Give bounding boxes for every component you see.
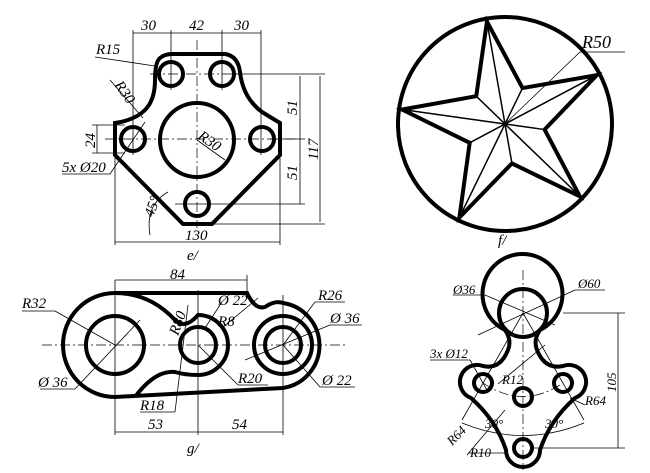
drawing-e: 30 42 30 R15 R30 R30 24 5x Ø20 45° 130 5… bbox=[62, 18, 325, 264]
star-ridge-line bbox=[504, 123, 513, 164]
dim-30-right: 30° bbox=[544, 416, 563, 431]
leader-line bbox=[282, 301, 316, 346]
star-outline bbox=[395, 15, 603, 224]
leader-line bbox=[244, 324, 331, 361]
dim-30-left: 30° bbox=[484, 416, 503, 431]
leader-line bbox=[54, 310, 116, 346]
star-ridge-line bbox=[401, 108, 506, 125]
dim-r8: R8 bbox=[217, 314, 235, 330]
drawing-f: R50 f/ bbox=[395, 15, 625, 249]
hole-right bbox=[552, 372, 574, 394]
drawing-g: 84 R32 Ø 22 R80 R8 R26 Ø 36 Ø 36 R20 Ø 2… bbox=[21, 267, 362, 457]
dim-d36-right: Ø 36 bbox=[329, 311, 360, 327]
dim-r64-right: R64 bbox=[584, 393, 606, 408]
dim-51-top: 51 bbox=[285, 100, 301, 115]
star-ridge-line bbox=[504, 123, 545, 131]
dim-d36: Ø36 bbox=[452, 282, 476, 297]
star-circle bbox=[396, 15, 614, 233]
part-e-outline bbox=[113, 52, 282, 226]
leader-line bbox=[484, 294, 556, 326]
part-g-outline bbox=[61, 290, 322, 400]
leader-line bbox=[109, 79, 144, 119]
leader-line bbox=[204, 301, 223, 329]
star-ridge-line bbox=[504, 123, 581, 197]
construction-line bbox=[522, 312, 585, 421]
leader-line bbox=[109, 121, 146, 175]
caption-e: e/ bbox=[187, 248, 200, 264]
dim-d22-right: Ø 22 bbox=[321, 373, 352, 389]
leader-line bbox=[74, 319, 141, 390]
dim-d36-left: Ø 36 bbox=[37, 375, 68, 391]
dim-holes: 3x Ø12 bbox=[429, 346, 468, 361]
dim-d22-mid: Ø 22 bbox=[217, 293, 248, 309]
hole-left bbox=[472, 372, 494, 394]
dim-24: 24 bbox=[83, 133, 99, 149]
leader-line bbox=[477, 289, 576, 336]
dim-holes: 5x Ø20 bbox=[62, 160, 106, 176]
dim-r30-bore: R30 bbox=[194, 128, 224, 156]
angle-arc bbox=[461, 422, 585, 436]
star-ridge-line bbox=[504, 87, 524, 125]
dim-r20: R20 bbox=[237, 371, 263, 387]
leader-line bbox=[221, 297, 259, 329]
radius-leader bbox=[504, 51, 581, 125]
dim-r64-left: R64 bbox=[443, 422, 469, 448]
leader-line bbox=[174, 304, 189, 413]
dim-54: 54 bbox=[232, 417, 248, 433]
dim-117: 117 bbox=[306, 137, 322, 160]
dim-84: 84 bbox=[170, 267, 186, 283]
leader-line bbox=[466, 409, 506, 456]
star-ridge-line bbox=[504, 74, 598, 125]
leader-line bbox=[469, 359, 489, 393]
dim-42: 42 bbox=[189, 18, 205, 34]
leader-line bbox=[497, 344, 546, 385]
part-h-outline bbox=[457, 252, 589, 469]
leader-line bbox=[569, 397, 586, 406]
dim-r50: R50 bbox=[581, 32, 611, 52]
dim-d60: Ø60 bbox=[577, 276, 601, 291]
dim-30-right: 30 bbox=[233, 18, 250, 34]
dim-105: 105 bbox=[604, 372, 619, 392]
dim-30-left: 30 bbox=[140, 18, 157, 34]
caption-f: f/ bbox=[498, 233, 508, 249]
pitch-arc bbox=[482, 382, 564, 397]
leader-line bbox=[196, 139, 226, 161]
dim-53: 53 bbox=[148, 417, 163, 433]
leader-line bbox=[282, 344, 321, 388]
star-ridge-line bbox=[458, 123, 506, 218]
dim-51-bottom: 51 bbox=[285, 165, 301, 180]
star-ridges bbox=[401, 21, 598, 218]
star-ridge-line bbox=[469, 123, 506, 144]
dim-r10: R10 bbox=[469, 445, 491, 460]
dim-angle: 45° bbox=[142, 194, 164, 219]
dim-r26: R26 bbox=[317, 288, 343, 304]
construction-line bbox=[461, 312, 524, 421]
dim-r15: R15 bbox=[95, 42, 121, 58]
star-ridge-line bbox=[486, 21, 506, 125]
dim-130: 130 bbox=[185, 228, 208, 244]
leader-line bbox=[197, 344, 239, 386]
dim-r30-fillet: R30 bbox=[110, 77, 138, 107]
dim-r12: R12 bbox=[501, 372, 523, 387]
leader-line bbox=[94, 56, 156, 67]
angle-arc bbox=[148, 191, 169, 236]
drawing-h: Ø36 Ø60 3x Ø12 R12 R64 R64 30° 30° R10 1… bbox=[429, 252, 625, 470]
star-ridge-line bbox=[475, 95, 506, 125]
caption-g: g/ bbox=[187, 441, 201, 457]
dim-r32: R32 bbox=[21, 296, 47, 312]
dim-r18: R18 bbox=[139, 398, 165, 414]
